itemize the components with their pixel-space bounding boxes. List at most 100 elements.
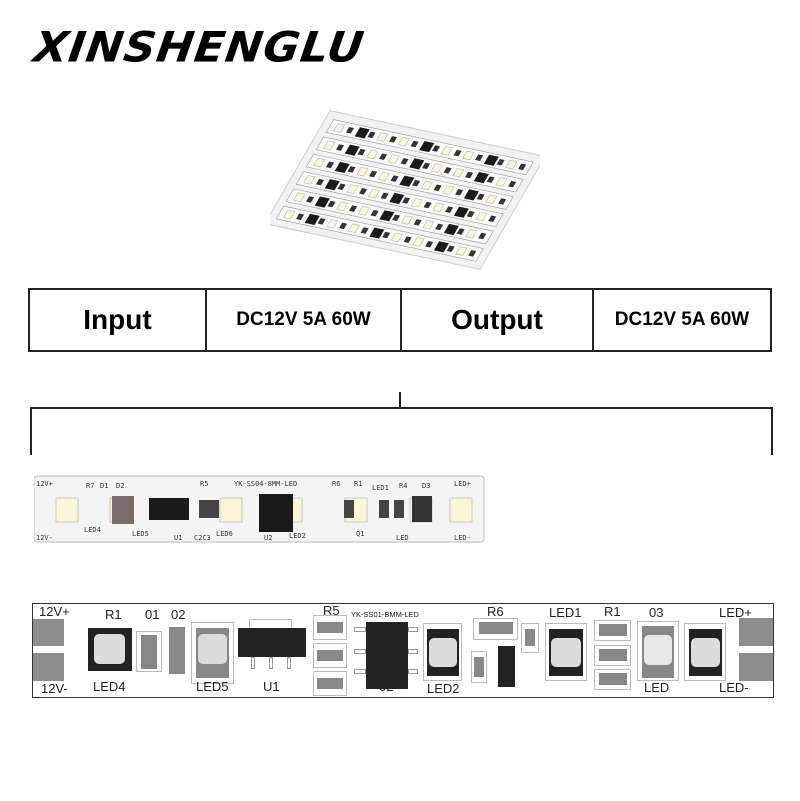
u1-pin bbox=[269, 657, 273, 669]
label-r1-right: R1 bbox=[604, 604, 621, 619]
label-led5: LED5 bbox=[196, 679, 229, 694]
panel-led bbox=[387, 154, 400, 164]
pad-12v-minus bbox=[33, 653, 64, 681]
r6-resistor bbox=[479, 622, 513, 634]
label-led-plus: LED+ bbox=[719, 605, 752, 620]
panel-resistor bbox=[316, 178, 325, 186]
r5-resistor bbox=[317, 622, 343, 633]
panel-resistor bbox=[478, 232, 487, 240]
panel-led bbox=[336, 201, 349, 211]
panel-led bbox=[462, 150, 475, 161]
label-02: 02 bbox=[171, 607, 186, 622]
label-model: YK-SS01-BMM-LED bbox=[351, 610, 419, 619]
bracket-bar bbox=[30, 407, 773, 409]
panel-led bbox=[293, 192, 306, 202]
ic-pin bbox=[408, 627, 418, 632]
panel-chip bbox=[304, 213, 320, 225]
panel-resistor bbox=[325, 161, 335, 169]
panel-resistor bbox=[380, 192, 389, 200]
panel-resistor bbox=[410, 140, 419, 148]
panel-led bbox=[333, 123, 346, 133]
panel-led bbox=[367, 188, 380, 199]
pad-12v-plus bbox=[33, 619, 64, 646]
panel-resistor bbox=[453, 149, 462, 157]
panel-resistor bbox=[345, 127, 355, 134]
panel-led bbox=[410, 198, 423, 208]
panel-chip bbox=[419, 140, 435, 153]
panel-resistor bbox=[508, 180, 517, 188]
panel-resistor bbox=[498, 198, 507, 205]
panel-resistor bbox=[389, 136, 398, 143]
panel-led bbox=[326, 218, 339, 229]
panel-led bbox=[452, 168, 465, 178]
panel-resistor bbox=[518, 163, 527, 171]
panel-resistor bbox=[443, 167, 452, 174]
strip-resistor bbox=[209, 500, 219, 518]
panel-chip bbox=[314, 196, 330, 208]
strip-silkscreen-label: C2C3 bbox=[194, 534, 211, 542]
panel-chip bbox=[443, 223, 459, 236]
panel-resistor bbox=[486, 176, 495, 183]
panel-chip bbox=[433, 241, 449, 253]
strip-led bbox=[55, 497, 79, 523]
panel-chip bbox=[473, 172, 489, 184]
panel-resistor bbox=[347, 166, 356, 173]
panel-led bbox=[422, 219, 435, 230]
strip-diode bbox=[412, 496, 432, 522]
panel-chip bbox=[409, 158, 425, 170]
strip-silkscreen-label: LED+ bbox=[454, 480, 471, 488]
panel-led bbox=[440, 146, 453, 156]
r1-small-resistor bbox=[525, 629, 535, 646]
panel-led bbox=[376, 132, 389, 142]
strip-silkscreen-label: U1 bbox=[174, 534, 182, 542]
label-ic-02: 02 bbox=[379, 679, 394, 694]
panel-resistor bbox=[475, 154, 484, 161]
output-label: Output bbox=[402, 290, 594, 350]
component-01 bbox=[141, 635, 157, 669]
panel-led bbox=[390, 232, 403, 242]
panel-chip bbox=[379, 210, 395, 222]
panel-resistor bbox=[456, 228, 465, 235]
strip-silkscreen-label: D2 bbox=[116, 482, 124, 490]
panel-resistor bbox=[339, 222, 348, 230]
panel-chip bbox=[389, 192, 405, 205]
transistor-q1 bbox=[498, 646, 515, 687]
u1-pin bbox=[287, 657, 291, 669]
strip-silkscreen-label: R4 bbox=[399, 482, 407, 490]
panel-led bbox=[430, 163, 443, 173]
panel-led bbox=[412, 237, 425, 247]
label-r6: R6 bbox=[487, 604, 504, 619]
panel-resistor bbox=[465, 171, 474, 179]
panel-resistor bbox=[367, 131, 376, 139]
panel-led bbox=[505, 159, 518, 170]
u1-pin bbox=[251, 657, 255, 669]
strip-resistor bbox=[394, 500, 404, 518]
strip-resistor bbox=[199, 500, 209, 518]
strip-silkscreen-label: R7 bbox=[86, 482, 94, 490]
c3-capacitor bbox=[317, 678, 343, 689]
pcb-panel-photo bbox=[270, 110, 540, 270]
led1-lens bbox=[551, 638, 581, 667]
strip-silkscreen-label: LED2 bbox=[289, 532, 306, 540]
panel-chip bbox=[334, 161, 350, 174]
panel-resistor bbox=[359, 188, 368, 195]
strip-silkscreen-label: 12V+ bbox=[36, 480, 53, 488]
panel-led bbox=[465, 229, 478, 239]
panel-led bbox=[313, 157, 326, 168]
label-12v-minus: 12V- bbox=[41, 681, 68, 696]
ic-pin bbox=[354, 649, 366, 654]
strip-silkscreen-label: D3 bbox=[422, 482, 430, 490]
panel-led bbox=[377, 171, 390, 181]
panel-led bbox=[432, 202, 445, 212]
panel-chip bbox=[354, 127, 370, 139]
ic-02-package bbox=[366, 622, 408, 689]
panel-resistor bbox=[433, 184, 442, 191]
panel-resistor bbox=[392, 214, 401, 222]
panel-resistor bbox=[317, 218, 326, 225]
panel-resistor bbox=[488, 215, 497, 223]
strip-layout-diagram: 12V+ 12V- R1 LED4 01 02 LED5 U1 R5 bbox=[32, 603, 774, 698]
panel-resistor bbox=[306, 196, 315, 203]
bracket-left-leg bbox=[30, 407, 32, 455]
strip-ic bbox=[259, 494, 293, 532]
